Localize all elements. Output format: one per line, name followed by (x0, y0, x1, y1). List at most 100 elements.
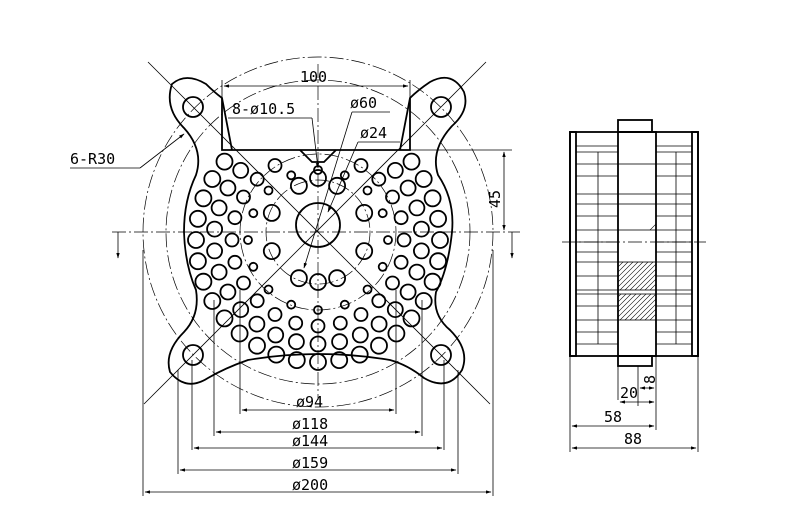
inner-width-label: 58 (604, 408, 622, 426)
flat-width-label: 100 (300, 68, 327, 86)
side-view-layers (576, 145, 692, 345)
perforation-hole (423, 272, 442, 291)
perforation-hole (362, 185, 373, 196)
perforation-hole (383, 235, 393, 245)
perforation-hole (353, 158, 369, 173)
perforation-hole (232, 161, 250, 179)
perforation-hole (236, 275, 251, 291)
perforation-hole (399, 283, 417, 301)
bore-diameter-label: ø24 (360, 124, 387, 142)
perforation-hole (188, 209, 207, 228)
dim-159-label: ø159 (292, 454, 328, 472)
perforation-hole (206, 220, 224, 238)
perforation-hole (429, 252, 448, 271)
perforation-hole (330, 351, 349, 370)
diameter-60-callout: ø60 (303, 94, 390, 269)
perforation-hole (332, 315, 348, 331)
bottom-diameter-dimensions: ø94 ø118 ø144 ø159 ø200 (142, 250, 494, 496)
perforation-hole (267, 345, 286, 364)
perforation-hole (414, 170, 433, 188)
perforation-hole (203, 170, 222, 188)
front-view (112, 56, 520, 408)
perforation-hole (194, 189, 213, 208)
perforation-hole (396, 232, 412, 248)
perforation-hole (286, 299, 297, 310)
perforation-hole (386, 301, 404, 319)
perforation-hole (412, 242, 430, 260)
slot-label: 8 (641, 375, 659, 384)
dim-200-label: ø200 (292, 476, 328, 494)
perforation-hole (431, 231, 449, 249)
perforation-hole (248, 336, 266, 355)
perforation-hole (377, 261, 388, 272)
perforation-hole (267, 307, 283, 322)
perforation-hole (351, 326, 369, 344)
perforation-hole (210, 263, 228, 281)
hatched-sections (617, 163, 657, 321)
perforation-hole (194, 272, 213, 291)
perforation-hole (350, 345, 369, 364)
perforation-hole (331, 333, 349, 351)
perforation-hole (188, 252, 207, 271)
perforation-hole (289, 176, 308, 195)
perforation-hole (248, 315, 266, 333)
perforation-hole (227, 210, 243, 226)
perforation-hole (248, 208, 259, 219)
radius-callout: 6-R30 (70, 133, 185, 169)
perforation-hole (215, 309, 234, 328)
side-dimensions: 8 20 58 88 (569, 356, 699, 452)
perforation-hole (187, 231, 205, 249)
perforation-hole (412, 220, 430, 238)
side-view (562, 119, 706, 367)
corner-radius-label: 6-R30 (70, 150, 115, 168)
perforation-hole (371, 293, 387, 309)
perforation-hole (370, 315, 388, 333)
perforation-hole (328, 269, 347, 288)
perforation-hole (371, 171, 387, 187)
perforation-hole (386, 161, 404, 179)
perforation-hole (402, 309, 421, 328)
hole-spec-label: 8-ø10.5 (232, 100, 295, 118)
total-width-label: 88 (624, 430, 642, 448)
perforation-hole (393, 210, 409, 226)
perforation-hole (288, 315, 304, 331)
perforation-hole (203, 292, 222, 310)
perforation-hole (206, 242, 224, 260)
perforation-hole (385, 275, 400, 291)
perforation-hole (399, 179, 417, 197)
perforation-hole (385, 189, 400, 205)
perforation-hole (267, 158, 283, 173)
perforation-hole (429, 209, 448, 228)
perforation-hole (236, 189, 251, 205)
dimension-45: 45 (350, 149, 512, 231)
perforation-hole (263, 284, 274, 295)
perforation-hole (408, 263, 426, 281)
perforation-hole (287, 333, 305, 351)
perforation-hole (210, 199, 228, 217)
perforation-hole (249, 171, 265, 187)
perforation-hole (262, 242, 281, 261)
plate-outline (167, 76, 467, 385)
perforation-hole (289, 269, 308, 288)
perforation-hole (414, 292, 433, 310)
perforation-hole (370, 336, 388, 355)
perforation-hole (355, 242, 374, 261)
perforation-hole (219, 283, 237, 301)
perforation-hole (286, 170, 297, 181)
perforation-hole (423, 189, 442, 208)
gap-label: 20 (620, 384, 638, 402)
perforation-hole (355, 203, 374, 222)
dim-118-label: ø118 (292, 415, 328, 433)
perforation-hole (215, 152, 234, 171)
dim-94-label: ø94 (296, 393, 323, 411)
perforation-hole (224, 232, 240, 248)
perforation-hole (267, 326, 285, 344)
perforation-hole (232, 301, 250, 319)
perforation-hole (393, 254, 409, 270)
perforation-hole (243, 235, 253, 245)
diameter-24-callout: ø24 (327, 124, 400, 213)
perforation-hole (249, 293, 265, 309)
perforation-hole (353, 307, 369, 322)
perforation-hole (287, 351, 306, 370)
